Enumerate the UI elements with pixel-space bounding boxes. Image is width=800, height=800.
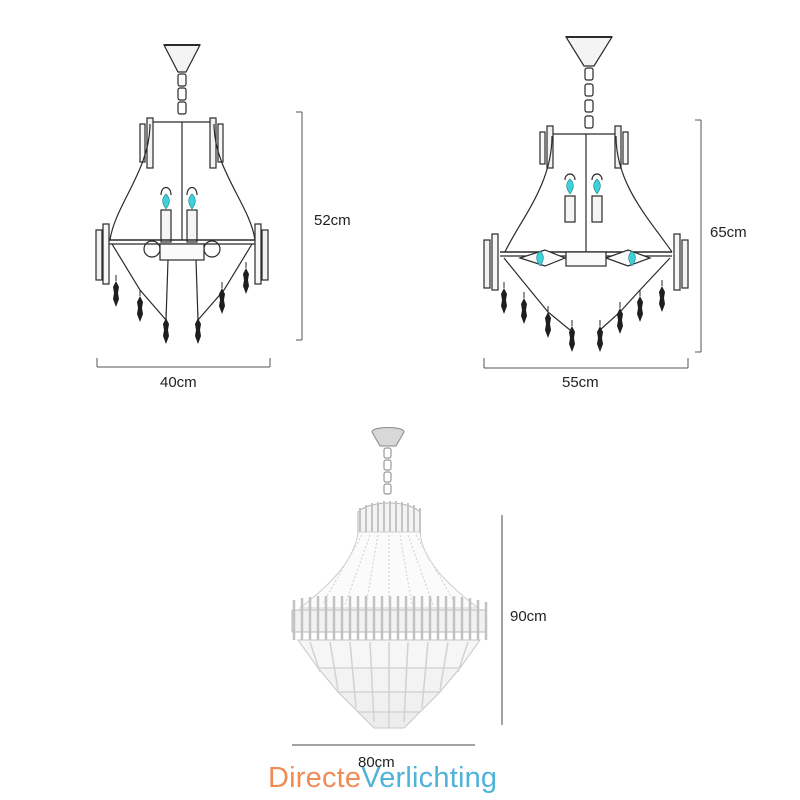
width-label-medium: 55cm — [562, 374, 599, 391]
dimension-lines-large — [292, 515, 503, 746]
height-label-large: 90cm — [510, 608, 547, 625]
chandelier-small-pendants — [112, 261, 250, 345]
height-label-medium: 65cm — [710, 224, 747, 241]
chandelier-medium — [483, 36, 689, 331]
width-label-small: 40cm — [160, 374, 197, 391]
dimension-lines-medium — [483, 119, 702, 369]
chandelier-medium-pendants — [500, 279, 666, 353]
height-label-small: 52cm — [314, 212, 351, 229]
dimension-lines-small — [96, 111, 303, 368]
brand-logo-part1: Directe — [268, 762, 362, 794]
chandelier-large — [291, 427, 488, 729]
brand-logo: DirecteVerlichting — [268, 762, 497, 795]
brand-logo-part2: Verlichting — [361, 762, 498, 794]
width-label-large: 80cm — [358, 754, 395, 771]
chandelier-small — [95, 44, 269, 321]
